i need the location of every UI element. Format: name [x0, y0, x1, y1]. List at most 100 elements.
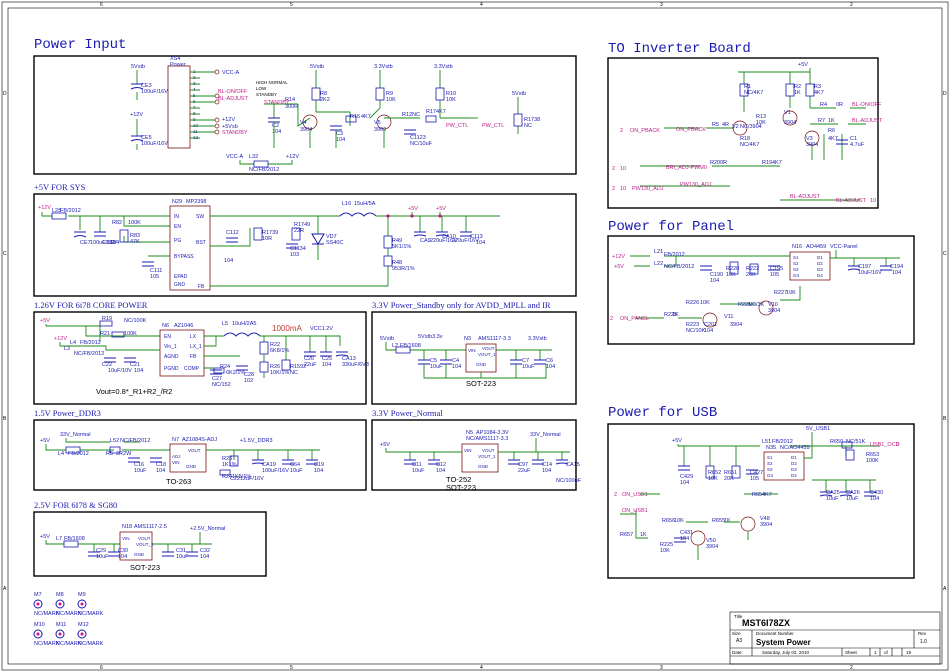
- svg-text:AMS1117-3.3: AMS1117-3.3: [478, 336, 511, 342]
- ic-ams1117-25: [119, 531, 153, 561]
- svg-text:M11: M11: [56, 622, 66, 628]
- svg-text:100uF/16V: 100uF/16V: [141, 89, 168, 95]
- svg-text:300R: 300R: [285, 104, 298, 110]
- svg-text:VCC-A: VCC-A: [222, 70, 239, 76]
- svg-text:AZ1084S-ADJ: AZ1084S-ADJ: [182, 437, 217, 443]
- svg-text:2K2: 2K2: [320, 97, 330, 103]
- svg-text:+5Vsb: +5Vsb: [222, 124, 238, 130]
- svg-text:D1: D1: [791, 455, 797, 460]
- svg-text:2: 2: [612, 186, 615, 192]
- svg-text:C112: C112: [226, 230, 239, 236]
- svg-text:10uF: 10uF: [846, 496, 859, 502]
- svg-text:33V_Normal: 33V_Normal: [60, 432, 91, 438]
- svg-text:R226: R226: [686, 300, 699, 306]
- svg-text:FB/2012: FB/2012: [80, 340, 101, 346]
- svg-text:R225: R225: [660, 542, 673, 548]
- svg-text:M8: M8: [56, 592, 64, 598]
- svg-text:B: B: [3, 416, 7, 422]
- svg-text:10K: 10K: [756, 120, 766, 126]
- svg-text:R20: R20: [710, 160, 720, 166]
- svg-text:11: 11: [193, 129, 198, 134]
- svg-text:R223: R223: [686, 322, 699, 328]
- svg-text:N7: N7: [172, 437, 179, 443]
- svg-text:C2: C2: [272, 123, 279, 129]
- svg-text:5: 5: [290, 2, 293, 8]
- svg-text:ON_PBACK: ON_PBACK: [676, 127, 706, 133]
- svg-text:10uF/10V: 10uF/10V: [108, 368, 132, 374]
- svg-text:5Vstb: 5Vstb: [512, 91, 526, 97]
- svg-text:20K: 20K: [746, 272, 756, 278]
- svg-text:NC: NC: [412, 112, 420, 118]
- svg-text:D4: D4: [791, 473, 797, 478]
- svg-text:104: 104: [200, 554, 209, 560]
- svg-text:+5V: +5V: [672, 438, 682, 444]
- svg-text:10K: 10K: [674, 518, 684, 524]
- svg-text:VCC-A: VCC-A: [226, 154, 243, 160]
- svg-text:CA9: CA9: [420, 238, 431, 244]
- svg-text:VIN: VIN: [464, 448, 472, 453]
- svg-text:10K: 10K: [708, 476, 718, 482]
- svg-text:C29: C29: [96, 548, 106, 554]
- ic-az1046: [159, 329, 205, 377]
- svg-text:S2: S2: [767, 461, 773, 466]
- svg-text:ON_PBACK: ON_PBACK: [630, 128, 660, 134]
- svg-text:10K: 10K: [446, 97, 456, 103]
- svg-text:C22: C22: [230, 476, 240, 482]
- svg-text:R18: R18: [740, 136, 750, 142]
- svg-text:8: 8: [193, 111, 196, 116]
- svg-text:System Power: System Power: [756, 638, 811, 647]
- svg-text:10uF: 10uF: [430, 364, 443, 370]
- svg-text:4K7: 4K7: [436, 109, 446, 115]
- svg-text:10: 10: [620, 186, 626, 192]
- svg-text:R82: R82: [112, 220, 122, 226]
- sheet-inner-border: [7, 7, 943, 665]
- svg-text:R651: R651: [724, 470, 737, 476]
- svg-text:R24: R24: [220, 364, 230, 370]
- svg-text:C190: C190: [710, 272, 723, 278]
- svg-text:CA10: CA10: [442, 234, 456, 240]
- svg-text:NC/4K7: NC/4K7: [740, 142, 759, 148]
- svg-text:STANDBY: STANDBY: [256, 92, 277, 97]
- svg-text:C31: C31: [176, 548, 186, 554]
- core126-box: [33, 311, 367, 405]
- svg-text:CA25: CA25: [826, 490, 840, 496]
- svg-text:C22: C22: [102, 362, 112, 368]
- svg-text:6: 6: [193, 99, 196, 104]
- svg-text:10uF: 10uF: [522, 364, 535, 370]
- svg-text:C427: C427: [750, 470, 763, 476]
- svg-text:AO4459: AO4459: [806, 244, 826, 250]
- svg-text:+5V: +5V: [40, 534, 50, 540]
- svg-text:5Vstb3.3v: 5Vstb3.3v: [418, 334, 443, 340]
- svg-text:6K2/1%: 6K2/1%: [226, 370, 245, 376]
- svg-text:V48: V48: [760, 516, 770, 522]
- svg-text:L4: L4: [70, 340, 76, 346]
- svg-text:C111: C111: [150, 268, 162, 274]
- usb-title: Power for USB: [608, 405, 717, 421]
- svg-text:GND: GND: [134, 552, 145, 557]
- svg-text:FB/2012: FB/2012: [772, 439, 793, 445]
- svg-text:+2.5V_Normal: +2.5V_Normal: [190, 526, 225, 532]
- svg-text:EN: EN: [164, 334, 171, 340]
- svg-text:N3: N3: [464, 336, 471, 342]
- svg-text:4.7uF: 4.7uF: [850, 142, 865, 148]
- svg-text:NC/3K: NC/3K: [748, 302, 765, 308]
- svg-text:104: 104: [680, 480, 689, 486]
- svg-text:104: 104: [134, 368, 143, 374]
- svg-text:TO-263: TO-263: [166, 477, 191, 486]
- svg-text:+5V: +5V: [40, 438, 50, 444]
- svg-text:STANDBY: STANDBY: [222, 130, 248, 136]
- svg-text:SOT-223: SOT-223: [446, 483, 476, 492]
- svg-text:S1: S1: [767, 455, 773, 460]
- svg-text:D3: D3: [817, 267, 823, 272]
- svg-text:4K7: 4K7: [828, 136, 838, 142]
- svg-text:2: 2: [896, 442, 899, 448]
- svg-text:NC/FB/2012: NC/FB/2012: [664, 264, 694, 270]
- svg-text:104: 104: [436, 468, 445, 474]
- svg-text:104: 104: [118, 554, 127, 560]
- svg-text:R17: R17: [426, 109, 436, 115]
- svg-text:NC/MARK: NC/MARK: [78, 641, 104, 647]
- svg-text:R10: R10: [446, 91, 456, 97]
- svg-text:C14: C14: [542, 462, 552, 468]
- svg-text:C4: C4: [452, 358, 459, 364]
